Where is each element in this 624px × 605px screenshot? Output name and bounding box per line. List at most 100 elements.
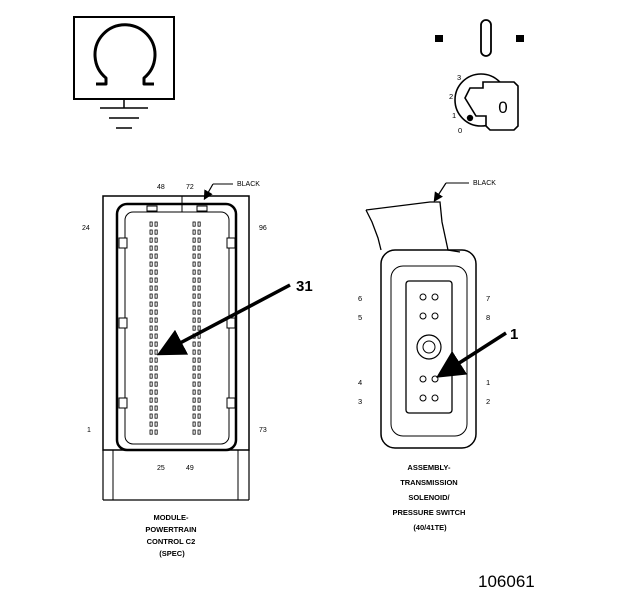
pcm-pin-cavity (149, 229, 153, 235)
pcm-pin-cavity (149, 381, 153, 387)
pcm-pin-cavity (192, 381, 196, 387)
solenoid-color-label: BLACK (473, 180, 496, 187)
solenoid-pin-cavity (431, 375, 439, 383)
pcm-pin-cavity (154, 373, 158, 379)
pcm-pin-cavity (149, 341, 153, 347)
pcm-pin-cavity (149, 293, 153, 299)
solenoid-pin-cavity (431, 293, 439, 301)
pcm-pin-cavity (149, 389, 153, 395)
solenoid-pin-cavities (419, 293, 439, 402)
pcm-callout-arrow (156, 283, 291, 356)
pcm-pin-cavity (192, 317, 196, 323)
pcm-pin-cavity (154, 397, 158, 403)
pcm-pin-cavity (197, 245, 201, 251)
pcm-pin-cavity (192, 237, 196, 243)
pcm-pin-cavity (154, 333, 158, 339)
key-position-2: 2 (449, 92, 453, 101)
pcm-caption-line-1: MODULE- (153, 513, 188, 522)
solenoid-caption-line-2: TRANSMISSION (400, 478, 458, 487)
pcm-pin-cavity (192, 429, 196, 435)
solenoid-pin-cavity (419, 375, 427, 383)
pcm-pin-cavity (154, 405, 158, 411)
pcm-pin-cavity (154, 229, 158, 235)
pcm-pin-cavity (197, 221, 201, 227)
pcm-pin-cavity (197, 229, 201, 235)
pcm-pin-cavity (154, 349, 158, 355)
solenoid-color-leader (433, 182, 469, 203)
pcm-pin-cavity (192, 397, 196, 403)
pcm-pin-cavity (197, 373, 201, 379)
pcm-pin-96-label: 96 (259, 225, 267, 232)
solenoid-pin-6-label: 6 (358, 294, 362, 303)
pcm-pin-cavity (149, 429, 153, 435)
pcm-pin-cavity (192, 421, 196, 427)
pcm-pin-cavity (197, 397, 201, 403)
solenoid-pin-cavity (419, 394, 427, 402)
pcm-pin-cavity (149, 421, 153, 427)
pcm-pin-cavity (197, 357, 201, 363)
pcm-pin-cavity (154, 269, 158, 275)
pcm-pin-cavity (192, 221, 196, 227)
pcm-pin-cavity (149, 269, 153, 275)
key-position-1: 1 (452, 111, 456, 120)
solenoid-pin-cavity (419, 293, 427, 301)
pcm-pin-cavity (197, 325, 201, 331)
pcm-pin-cavity (192, 293, 196, 299)
solenoid-caption: ASSEMBLY- TRANSMISSION SOLENOID/ PRESSUR… (392, 463, 467, 532)
pcm-pin-cavity (197, 381, 201, 387)
solenoid-caption-line-3: SOLENOID/ (408, 493, 450, 502)
pcm-pin-cavity (149, 317, 153, 323)
solenoid-pin-cavity (431, 394, 439, 402)
key-position-0: 0 (458, 126, 462, 135)
pcm-pin-cavity (154, 357, 158, 363)
pcm-pin-cavity (154, 317, 158, 323)
pcm-pin-cavity (154, 413, 158, 419)
pcm-caption-line-2: POWERTRAIN (145, 525, 196, 534)
pcm-pin-cavity (149, 309, 153, 315)
pcm-pin-cavity (149, 277, 153, 283)
ohmmeter-symbol-icon (73, 16, 175, 100)
solenoid-callout-arrow (436, 331, 507, 378)
solenoid-pin-4-label: 4 (358, 378, 362, 387)
pcm-caption: MODULE- POWERTRAIN CONTROL C2 (SPEC) (145, 513, 198, 558)
solenoid-caption-line-1: ASSEMBLY- (407, 463, 451, 472)
solenoid-connector (365, 201, 477, 449)
pcm-pin-49-label: 49 (186, 465, 194, 472)
pcm-pin-cavity (192, 341, 196, 347)
pcm-pin-cavity (197, 429, 201, 435)
pcm-pin-cavity (154, 285, 158, 291)
pcm-pin-cavity (197, 365, 201, 371)
pcm-caption-line-3: CONTROL C2 (147, 537, 196, 546)
solenoid-pin-3-label: 3 (358, 397, 362, 406)
ground-symbol-icon (100, 99, 148, 129)
pcm-pin-cavity (154, 325, 158, 331)
pcm-pin-cavity (154, 221, 158, 227)
pcm-pin-cavity (197, 277, 201, 283)
pcm-pin-cavity (197, 285, 201, 291)
pcm-pin-cavity (149, 397, 153, 403)
ignition-key-icon: 0 (435, 19, 524, 131)
pcm-pin-cavity (197, 293, 201, 299)
solenoid-callout-number: 1 (510, 326, 518, 343)
pcm-latch-tab (118, 237, 128, 249)
pcm-pin-cavity (192, 413, 196, 419)
solenoid-pin-8-label: 8 (486, 313, 490, 322)
pcm-pin-cavity (149, 349, 153, 355)
pcm-pin-cavity (154, 365, 158, 371)
pcm-pin-48-label: 48 (157, 184, 165, 191)
pcm-pin-cavity (192, 301, 196, 307)
pcm-pin-cavity (154, 253, 158, 259)
pcm-pin-column-a (149, 221, 158, 435)
pcm-pin-cavity (192, 253, 196, 259)
pcm-pin-cavity (149, 365, 153, 371)
pcm-pin-cavity (192, 405, 196, 411)
pcm-pin-cavity (154, 277, 158, 283)
pcm-color-label: BLACK (237, 181, 260, 188)
solenoid-pin-2-label: 2 (486, 397, 490, 406)
pcm-pin-cavity (192, 245, 196, 251)
key-position-glyph: 0 (498, 98, 507, 117)
pcm-pin-cavity (197, 389, 201, 395)
pcm-pin-cavity (192, 277, 196, 283)
pcm-pin-cavity (197, 253, 201, 259)
